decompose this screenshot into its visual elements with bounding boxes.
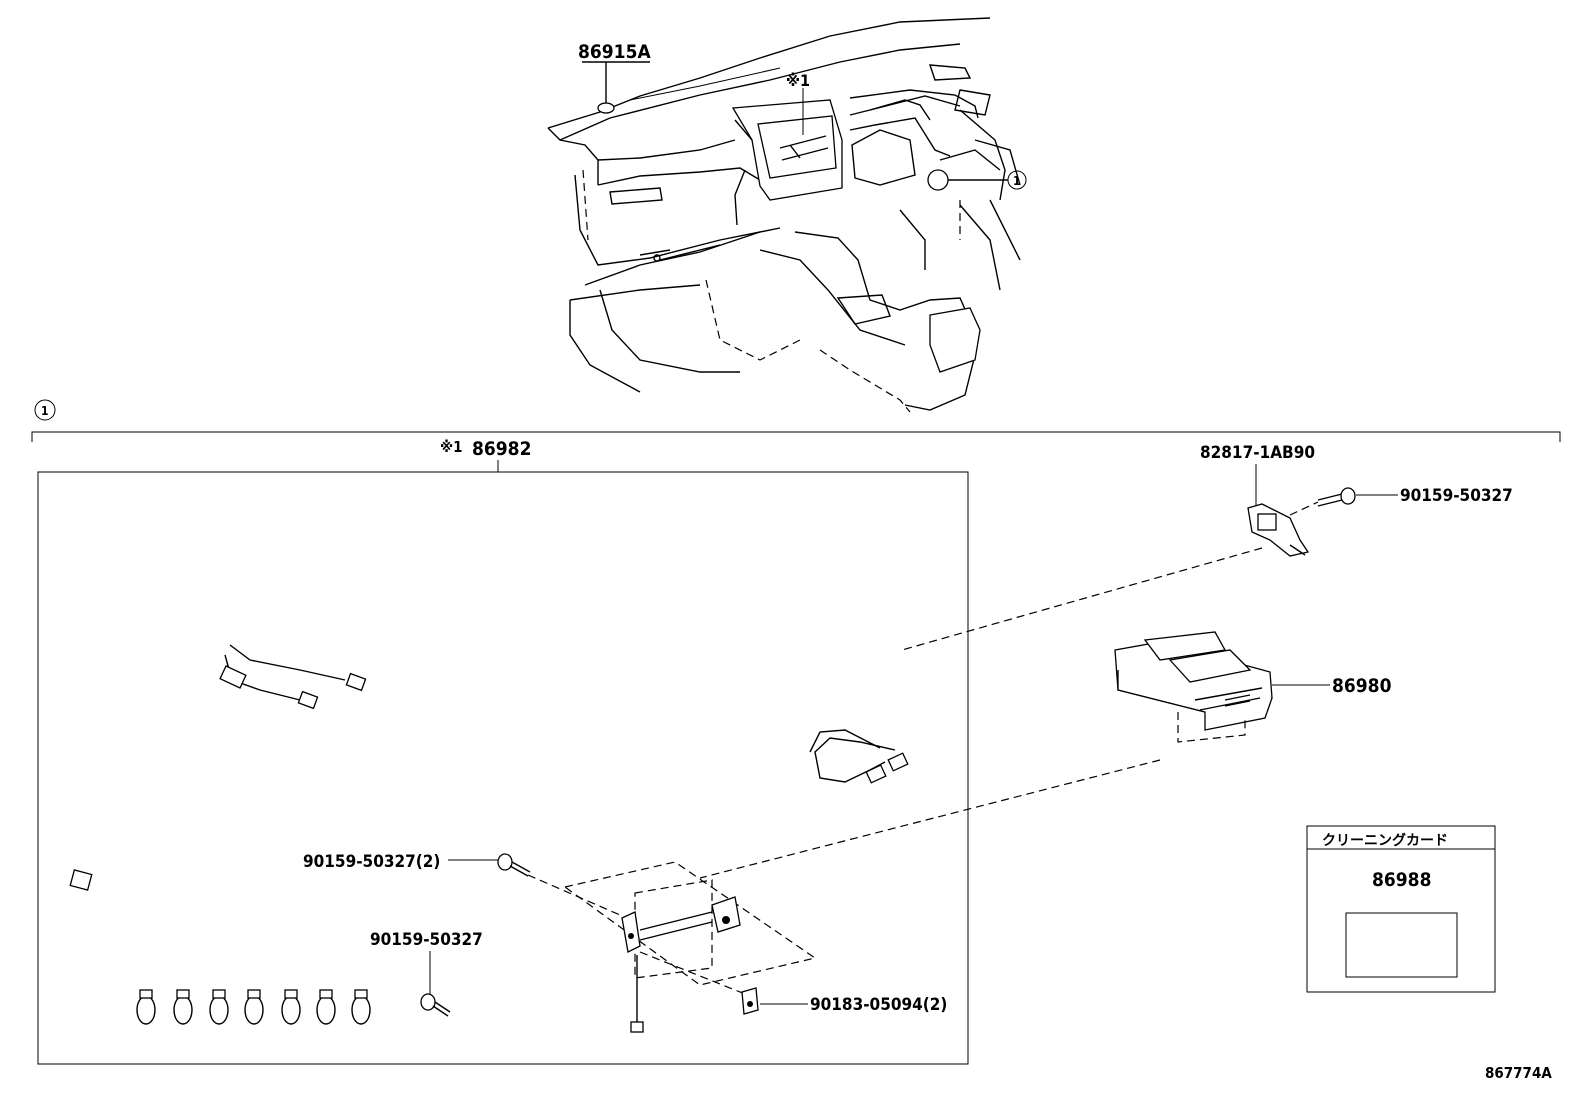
- cleaning-card-box: [1306, 825, 1496, 993]
- clamp-3: [209, 989, 229, 1025]
- clip-90183-icon: [741, 987, 759, 1015]
- bolt-tr-dash: [1289, 501, 1319, 516]
- clamp-6: [316, 989, 336, 1025]
- label-82817: 82817-1AB90: [1200, 443, 1315, 463]
- callout-top-text: 1: [1013, 174, 1021, 188]
- bolt-pair-icon: [497, 853, 531, 877]
- harness-note-mark: ※1: [440, 438, 463, 456]
- dashboard-illustration: [547, 17, 1021, 413]
- clamp-5: [281, 989, 301, 1025]
- diagram-id: 867774A: [1485, 1064, 1552, 1082]
- bracket-82817-icon: [1247, 503, 1310, 557]
- clamp-2: [173, 989, 193, 1025]
- callout-circle-top: [1007, 170, 1027, 190]
- module-86980-icon: [1114, 631, 1273, 731]
- label-86988: 86988: [1372, 869, 1431, 891]
- bolt-top-right-icon: [1317, 487, 1356, 507]
- wire-harness: [66, 498, 947, 891]
- module-mount-dash: [1177, 712, 1246, 743]
- group-bracket: [31, 431, 1561, 442]
- clamp-set: [136, 989, 371, 1025]
- label-bolt-pair: 90159-50327(2): [303, 852, 440, 872]
- harness-kit-box: [37, 471, 969, 1065]
- bolt-single-icon: [420, 993, 451, 1017]
- callout-group-text: 1: [41, 404, 49, 418]
- label-86982: 86982: [472, 438, 531, 460]
- callout-circle-group: [34, 399, 56, 421]
- note-mark-top: ※1: [786, 71, 810, 90]
- guide-dash-2: [699, 759, 1161, 879]
- label-86980: 86980: [1332, 675, 1392, 697]
- label-clip: 90183-05094(2): [810, 995, 947, 1015]
- clamp-7: [351, 989, 371, 1025]
- mount-bracket: [527, 861, 817, 1033]
- label-bolt-top-right: 90159-50327: [1400, 486, 1513, 506]
- label-86915A: 86915A: [578, 41, 651, 63]
- guide-dash-1: [901, 547, 1263, 651]
- cleaning-card-icon: [1345, 912, 1458, 978]
- cleaning-card-title: クリーニングカード: [1322, 832, 1448, 849]
- clamp-4: [244, 989, 264, 1025]
- label-bolt-single: 90159-50327: [370, 930, 483, 950]
- clamp-1: [136, 989, 156, 1025]
